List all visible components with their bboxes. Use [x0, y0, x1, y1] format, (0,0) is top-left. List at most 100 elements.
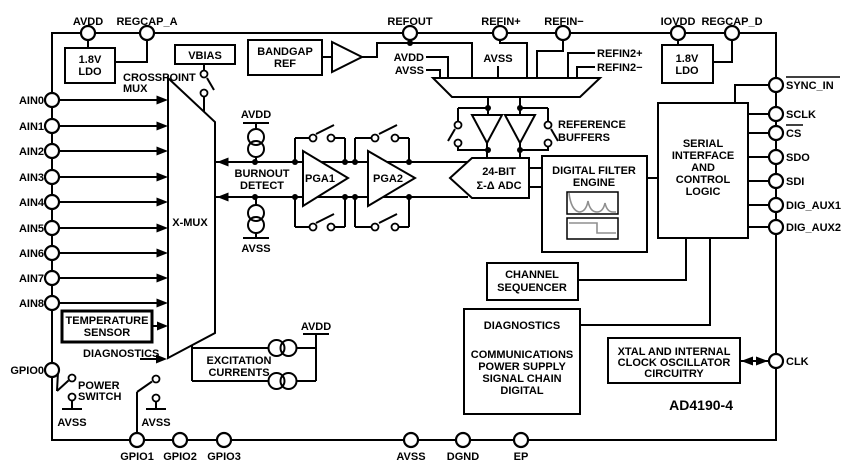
filter-response-icon — [566, 191, 619, 215]
svg-text:DETECT: DETECT — [240, 180, 284, 192]
svg-text:CLOCK OSCILLATOR: CLOCK OSCILLATOR — [618, 357, 731, 369]
burnout-detect-label: BURNOUT — [235, 168, 290, 180]
pins-left: AIN0 AIN1 AIN2 AIN3 AIN4 AIN5 AIN6 AIN7 … — [10, 91, 61, 379]
svg-text:REF: REF — [274, 58, 296, 70]
adc-block: 24-BIT Σ-Δ ADC — [448, 157, 530, 199]
svg-text:SCLK: SCLK — [786, 109, 816, 121]
diagnostics-arrow — [156, 354, 167, 364]
pin-iovdd: IOVDD — [661, 16, 696, 42]
svg-text:AIN0: AIN0 — [19, 95, 44, 107]
wires-refmux-inputs — [426, 40, 595, 78]
svg-text:SDI: SDI — [786, 176, 804, 188]
pin-ain6: AIN6 — [19, 244, 61, 262]
svg-text:LDO: LDO — [675, 65, 699, 77]
excitation-avdd-label: AVDD — [301, 321, 331, 333]
svg-text:GPIO0: GPIO0 — [10, 365, 44, 377]
wires-ain — [59, 99, 158, 304]
burnout-avdd-current-source-icon — [247, 128, 265, 146]
junction-dots — [252, 40, 523, 200]
svg-text:AIN8: AIN8 — [19, 298, 44, 310]
pin-avdd: AVDD — [73, 16, 103, 42]
svg-text:AVSS: AVSS — [396, 451, 425, 463]
xmux-label: X-MUX — [172, 217, 208, 229]
wires-pga2-chop — [354, 137, 410, 228]
temperature-sensor-block: TEMPERATURE SENSOR — [60, 309, 154, 344]
svg-text:SENSOR: SENSOR — [84, 327, 131, 339]
svg-text:AIN5: AIN5 — [19, 223, 44, 235]
serial-interface-block: SERIAL INTERFACE AND CONTROL LOGIC — [657, 102, 749, 239]
gpio1-power-switch-icon — [136, 380, 153, 393]
digital-filter-block: DIGITAL FILTER ENGINE — [541, 155, 648, 253]
pga1-chop-top-switch-icon — [315, 124, 335, 135]
pin-ain8: AIN8 — [19, 294, 61, 312]
svg-text:VBIAS: VBIAS — [188, 50, 222, 62]
excitation-currents-label: EXCITATION — [207, 355, 272, 367]
pin-refin-p-label: REFIN+ — [481, 16, 520, 28]
pin-refin-m-label: REFIN− — [544, 16, 583, 28]
reference-buffers-label: REFERENCE — [558, 119, 626, 131]
pins-bottom: GPIO1 GPIO2 GPIO3 AVSS DGND EP — [120, 431, 530, 463]
svg-text:INTERFACE: INTERFACE — [672, 150, 734, 162]
clk-arrow-right — [756, 356, 768, 366]
wires-gpio1-switch — [136, 392, 166, 433]
svg-text:LOGIC: LOGIC — [686, 186, 721, 198]
pga2-label: PGA2 — [373, 173, 403, 185]
svg-text:AIN7: AIN7 — [19, 273, 44, 285]
refmux-avss-label: AVSS — [395, 65, 424, 77]
xtal-clock-block: XTAL AND INTERNAL CLOCK OSCILLATOR CIRCU… — [607, 337, 741, 384]
pin-refin-p: REFIN+ — [481, 16, 521, 42]
svg-text:BANDGAP: BANDGAP — [257, 46, 313, 58]
svg-text:DGND: DGND — [447, 451, 479, 463]
svg-text:AIN6: AIN6 — [19, 248, 44, 260]
svg-text:SYNC_IN: SYNC_IN — [786, 80, 834, 92]
pin-gpio1: GPIO1 — [120, 431, 154, 463]
pga1: PGA1 — [302, 149, 350, 208]
svg-text:1.8V: 1.8V — [79, 54, 102, 66]
svg-text:POWER SUPPLY: POWER SUPPLY — [478, 361, 566, 373]
pin-regcap-a: REGCAP_A — [116, 16, 178, 42]
svg-text:DIGITAL: DIGITAL — [500, 385, 543, 397]
svg-text:EP: EP — [514, 451, 529, 463]
ldo-d-block: 1.8V LDO — [661, 44, 714, 84]
svg-text:SIGNAL CHAIN: SIGNAL CHAIN — [482, 373, 561, 385]
pin-dgnd: DGND — [447, 431, 479, 463]
pin-sclk: SCLK — [767, 105, 816, 123]
free-labels: CROSSPOINT MUX BURNOUT DETECT AVDD AVSS … — [57, 48, 733, 429]
svg-text:CURRENTS: CURRENTS — [208, 367, 269, 379]
current-sources — [247, 128, 298, 390]
wires-excitation — [191, 333, 329, 382]
arrowheads — [156, 95, 768, 366]
diagnostics-input-label: DIAGNOSTICS — [83, 348, 159, 360]
refmux-center-avss-label: AVSS — [483, 53, 512, 65]
pin-ain2: AIN2 — [19, 142, 61, 160]
pin-sync-in: SYNC_IN — [767, 76, 840, 94]
pin-regcap-a-label: REGCAP_A — [116, 16, 177, 28]
pin-ain5: AIN5 — [19, 219, 61, 237]
pin-dig-aux1: DIG_AUX1 — [767, 196, 841, 214]
svg-text:SDO: SDO — [786, 152, 810, 164]
refin2m-label: REFIN2− — [597, 62, 643, 74]
svg-text:COMMUNICATIONS: COMMUNICATIONS — [471, 349, 573, 361]
svg-text:GPIO1: GPIO1 — [120, 451, 154, 463]
svg-text:GPIO3: GPIO3 — [207, 451, 241, 463]
pin-regcap-d-label: REGCAP_D — [701, 16, 762, 28]
excitation-current-source-1-icon — [267, 339, 286, 357]
svg-text:CLK: CLK — [786, 356, 809, 368]
reference-mux-shape — [430, 77, 603, 98]
burnout-arrow-bottom — [217, 192, 229, 202]
crosspoint-mux-shape — [167, 75, 216, 360]
filter-step-icon — [566, 217, 619, 240]
pin-avss-bottom: AVSS — [396, 431, 426, 463]
svg-text:BUFFERS: BUFFERS — [558, 132, 610, 144]
pin-iovdd-label: IOVDD — [661, 16, 696, 28]
clk-arrow-left — [741, 356, 753, 366]
gpio0-avss-label: AVSS — [57, 417, 86, 429]
svg-text:DIGITAL FILTER: DIGITAL FILTER — [552, 165, 636, 177]
refmux-avdd-label: AVDD — [394, 52, 424, 64]
pin-sdi: SDI — [767, 172, 804, 190]
vbias-switch-icon — [206, 77, 215, 91]
pin-ain3: AIN3 — [19, 168, 61, 186]
wires-top-left — [87, 40, 148, 63]
svg-text:CS: CS — [786, 128, 801, 140]
